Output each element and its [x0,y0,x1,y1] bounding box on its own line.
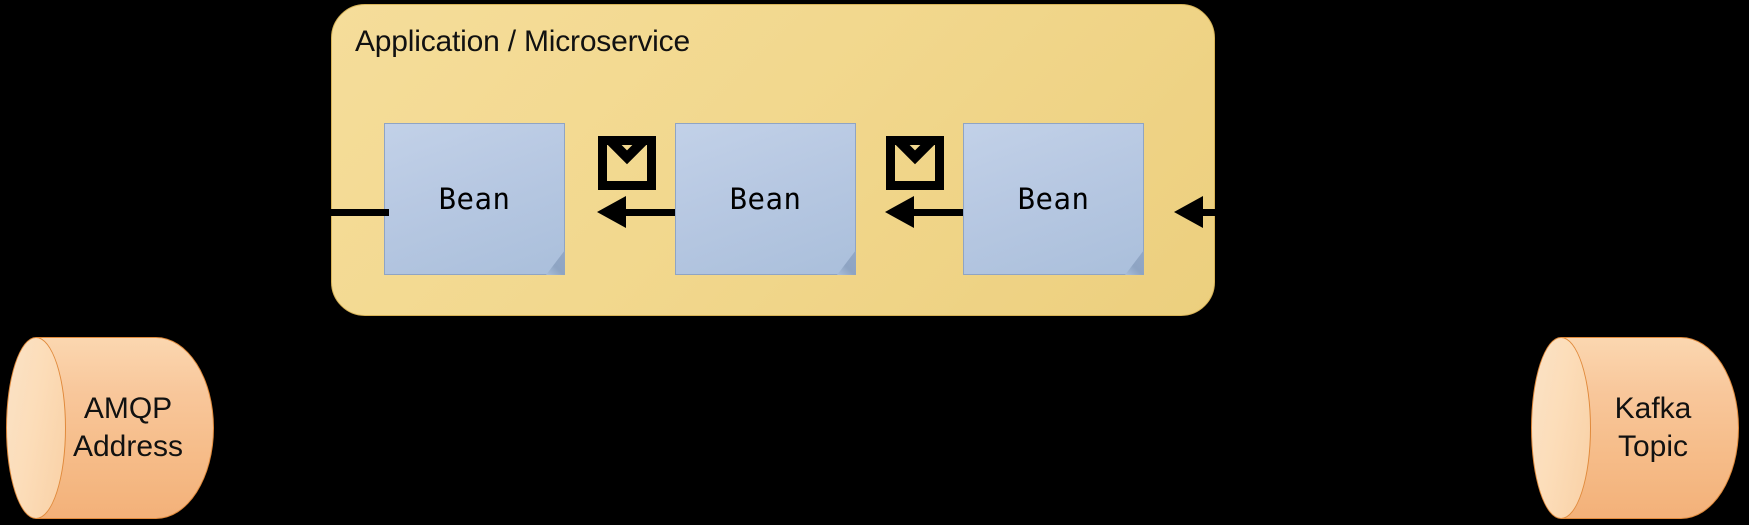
bean-node-3-label: Bean [1017,182,1090,216]
envelope-icon-1-flap [607,145,647,177]
flow-bean3-to-bean2-line [914,209,963,216]
bean-node-1[interactable]: Bean [384,123,565,275]
bean-node-2-label: Bean [729,182,802,216]
application-title: Application / Microservice [355,25,690,58]
flow-bean3-to-bean2-arrowhead [885,196,914,228]
kafka-topic-cylinder[interactable]: Kafka Topic [1531,337,1739,519]
envelope-icon-1-frame [598,136,656,190]
envelope-icon-2-frame [886,136,944,190]
amqp-address-label: AMQP Address [42,337,214,519]
kafka-topic-label: Kafka Topic [1567,337,1739,519]
bean-node-2[interactable]: Bean [675,123,856,275]
flow-bean2-to-bean1-line [626,209,675,216]
amqp-address-label-line2: Address [72,430,184,463]
amqp-address-label-line1: AMQP [83,391,173,425]
flow-bean2-to-bean1-arrowhead [597,196,626,228]
envelope-icon-1 [598,136,656,190]
flow-inlet-right-arrowhead [1174,196,1203,228]
bean-node-3-body [963,123,1144,275]
application-microservice-container: Application / Microservice Bean Bean Bea… [331,4,1215,316]
bean-node-2-body [675,123,856,275]
amqp-address-cap [6,337,66,519]
flow-inlet-left-line [331,209,389,216]
bean-node-1-body [384,123,565,275]
bean-node-1-label: Bean [438,182,511,216]
kafka-topic-label-line1: Kafka [1614,391,1692,425]
envelope-icon-2 [886,136,944,190]
bean-node-3[interactable]: Bean [963,123,1144,275]
amqp-address-cylinder[interactable]: AMQP Address [6,337,214,519]
kafka-topic-label-line2: Topic [1617,430,1689,463]
kafka-topic-cap [1531,337,1591,519]
flow-inlet-right-line [1203,209,1236,216]
envelope-icon-2-flap [895,145,935,177]
